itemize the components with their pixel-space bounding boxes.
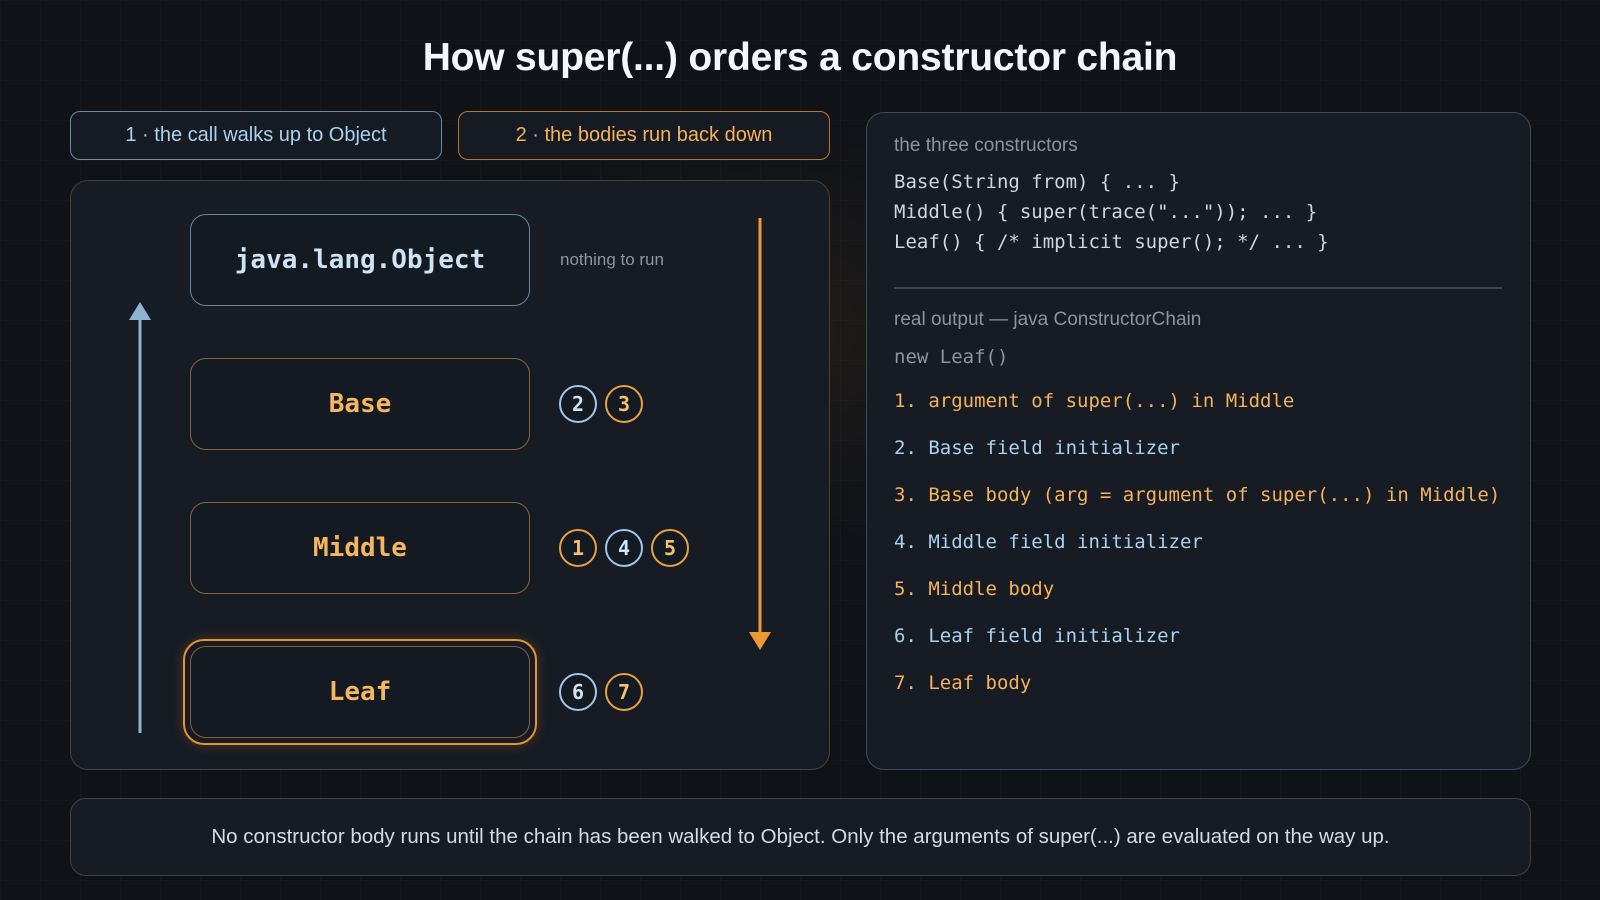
step-badge-1: 1 xyxy=(559,529,597,567)
output-command: new Leaf() xyxy=(894,346,1009,368)
footer-caption: No constructor body runs until the chain… xyxy=(70,798,1531,876)
code-line-middle: Middle() { super(trace("...")); ... } xyxy=(894,201,1318,223)
output-line-1: 1. argument of super(...) in Middle xyxy=(894,390,1295,412)
output-line-7: 7. Leaf body xyxy=(894,672,1032,694)
section-divider xyxy=(894,287,1502,289)
code-panel xyxy=(866,112,1531,770)
up-arrow xyxy=(129,302,151,733)
page-title: How super(...) orders a constructor chai… xyxy=(422,36,1178,79)
class-box-object: java.lang.Object xyxy=(190,214,530,306)
legend-down-phase: 2 · the bodies run back down xyxy=(458,111,830,160)
object-note: nothing to run xyxy=(560,250,664,269)
class-box-base: Base xyxy=(190,358,530,450)
legend-up-phase: 1 · the call walks up to Object xyxy=(70,111,442,160)
output-line-6: 6. Leaf field initializer xyxy=(894,625,1180,647)
code-line-base: Base(String from) { ... } xyxy=(894,171,1180,193)
constructors-heading: the three constructors xyxy=(894,135,1078,156)
output-line-4: 4. Middle field initializer xyxy=(894,531,1203,553)
output-line-5: 5. Middle body xyxy=(894,578,1055,600)
class-box-middle: Middle xyxy=(190,502,530,594)
step-badge-3: 3 xyxy=(605,385,643,423)
output-line-2: 2. Base field initializer xyxy=(894,437,1180,459)
step-badge-2: 2 xyxy=(559,385,597,423)
step-badge-7: 7 xyxy=(605,673,643,711)
step-badge-6: 6 xyxy=(559,673,597,711)
down-arrow xyxy=(749,218,771,650)
leaf-highlight xyxy=(183,639,537,745)
output-heading: real output — java ConstructorChain xyxy=(894,309,1202,330)
class-box-leaf: Leaf xyxy=(190,646,530,738)
code-line-leaf: Leaf() { /* implicit super(); */ ... } xyxy=(894,231,1329,253)
step-badge-5: 5 xyxy=(651,529,689,567)
step-badge-4: 4 xyxy=(605,529,643,567)
output-line-3: 3. Base body (arg = argument of super(..… xyxy=(894,484,1501,506)
